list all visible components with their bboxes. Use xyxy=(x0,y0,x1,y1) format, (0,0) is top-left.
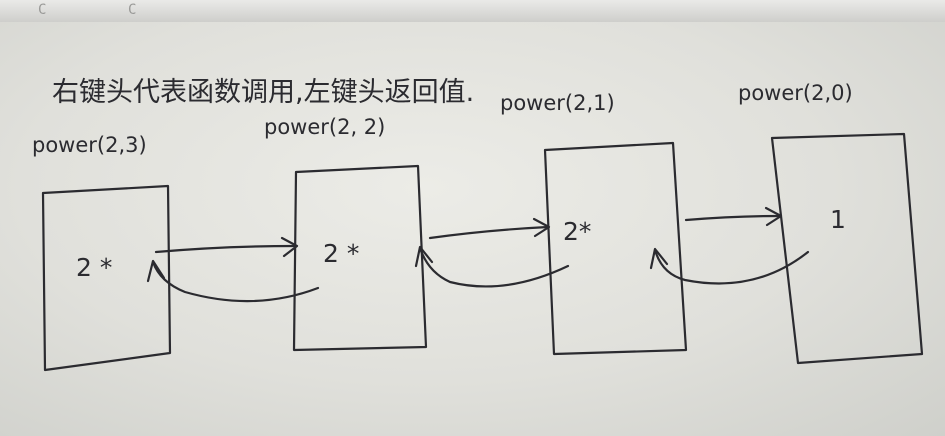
return-arrow-3 xyxy=(653,248,810,285)
return-arrow-3-head xyxy=(649,247,669,270)
call-arrow-3-head xyxy=(764,206,783,227)
frame-label-2: power(2, 2) xyxy=(264,115,385,139)
frame-label-4: power(2,0) xyxy=(738,81,853,105)
frame-box-3 xyxy=(543,141,688,356)
top-edge-strip: C C xyxy=(0,0,945,26)
call-arrow-1-head xyxy=(280,236,299,258)
frame-label-1: power(2,3) xyxy=(32,133,147,157)
return-arrow-1 xyxy=(151,260,320,303)
call-arrow-2 xyxy=(428,225,550,240)
call-arrow-3 xyxy=(684,214,782,222)
paper-sheet xyxy=(0,22,945,436)
return-arrow-2-head xyxy=(414,245,434,268)
frame-content-1: 2 * xyxy=(76,253,112,282)
frame-content-4: 1 xyxy=(830,205,846,234)
frame-box-2 xyxy=(292,164,428,352)
strip-char-mid: C xyxy=(128,2,137,18)
call-arrow-1 xyxy=(154,244,297,254)
frame-box-4 xyxy=(770,132,924,365)
note-text: 右键头代表函数调用,左键头返回值. xyxy=(52,77,474,108)
return-arrow-1-head xyxy=(146,259,166,283)
return-arrow-2 xyxy=(418,246,570,288)
frame-content-3: 2* xyxy=(563,217,591,246)
strip-char-left: C xyxy=(38,2,47,18)
frame-content-2: 2 * xyxy=(323,239,359,268)
frame-label-3: power(2,1) xyxy=(500,91,615,115)
call-arrow-2-head xyxy=(532,217,551,238)
frame-box-1 xyxy=(41,184,172,372)
